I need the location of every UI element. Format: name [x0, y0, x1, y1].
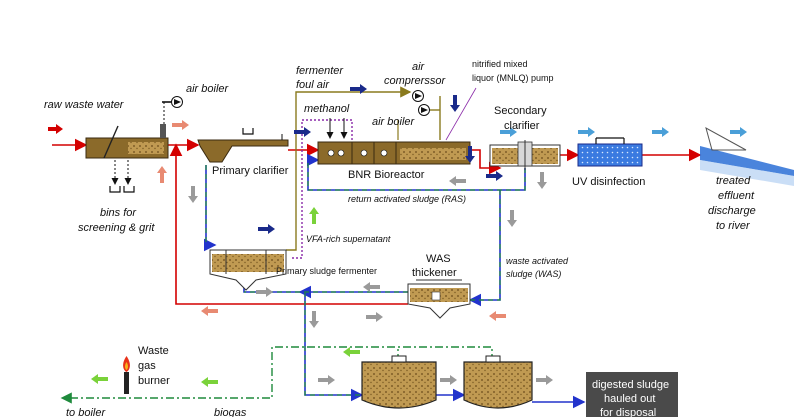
waste-gas-label-1: Waste	[138, 345, 169, 357]
air-boiler-1-label: air boiler	[186, 83, 230, 95]
waste-gas-label-3: burner	[138, 375, 170, 387]
biogas-label: biogas	[214, 407, 247, 417]
ras-pipe-green-overlay	[307, 160, 526, 191]
headworks-channel	[85, 124, 169, 159]
salmon-arrow-icon	[489, 311, 506, 321]
gray-arrow-icon	[318, 375, 335, 385]
mnlq-pointer	[445, 87, 477, 141]
air-boiler-2-icon	[418, 104, 430, 116]
salmon-arrow-icon	[157, 166, 167, 183]
gray-arrow-icon	[537, 172, 547, 189]
air-compressor-label-1: air	[412, 61, 426, 73]
digested-sludge-label-3: for disposal	[600, 407, 656, 417]
mnlq-label-2: liquor (MNLQ) pump	[472, 73, 554, 83]
raw-waste-water-label: raw waste water	[44, 99, 125, 111]
air-compressor-icon	[412, 90, 424, 102]
screening-bins-icon	[109, 186, 135, 193]
methanol-pipe	[292, 119, 353, 259]
gray-arrow-icon	[536, 375, 553, 385]
cyan-arrow-icon	[578, 127, 595, 137]
primary-sludge-fermenter-tank	[209, 249, 287, 291]
navy-arrow-icon	[465, 146, 475, 163]
treated-label-3: discharge	[708, 205, 756, 217]
gray-arrow-icon	[309, 311, 319, 328]
biogas-pipe	[60, 346, 493, 404]
cyan-arrow-icon	[730, 127, 747, 137]
air-boiler-blower-icon	[162, 96, 183, 124]
river-outfall	[700, 126, 794, 186]
return-to-headworks-pipe	[169, 143, 408, 305]
anaerobic-digester-2	[463, 355, 533, 409]
bnr-to-secondary-pipe	[470, 149, 502, 175]
uv-disinfection-unit	[577, 137, 643, 167]
lime-arrow-icon	[343, 347, 360, 357]
lime-arrow-icon	[201, 377, 218, 387]
was-thickener-tank	[407, 279, 471, 319]
navy-arrow-icon	[258, 224, 275, 234]
digested-sludge-label-2: hauled out	[604, 393, 655, 405]
treated-label-1: treated	[716, 175, 751, 187]
primary-sludge-fermenter-label: Primary sludge fermenter	[276, 266, 377, 276]
cyan-arrow-icon	[652, 127, 669, 137]
bins-label-1: bins for	[100, 207, 137, 219]
digested-sludge-label-1: digested sludge	[592, 379, 669, 391]
salmon-arrow-icon	[201, 306, 218, 316]
treated-label-4: to river	[716, 220, 751, 232]
vfa-label: VFA-rich supernatant	[306, 234, 391, 244]
uv-disinfection-label: UV disinfection	[572, 176, 645, 188]
salmon-arrow-icon	[172, 120, 189, 130]
navy-arrow-icon	[486, 171, 503, 181]
fermenter-foul-air-pipe	[286, 86, 412, 251]
fermenter-foul-air-label-2: foul air	[296, 79, 330, 91]
bnr-bioreactor-label: BNR Bioreactor	[348, 169, 425, 181]
bins-label-2: screening & grit	[78, 222, 155, 234]
gray-arrow-icon	[363, 282, 380, 292]
mnlq-label-1: nitrified mixed	[472, 59, 528, 69]
was-thickener-label-2: thickener	[412, 267, 457, 279]
red-arrow-icon	[48, 124, 63, 134]
methanol-label: methanol	[304, 103, 350, 115]
navy-arrow-icon	[294, 127, 311, 137]
primary-sludge-pipe	[203, 165, 217, 252]
fermenter-foul-air-label-1: fermenter	[296, 65, 344, 77]
gray-arrow-icon	[440, 375, 457, 385]
lime-arrow-icon	[309, 207, 319, 224]
navy-arrow-icon	[450, 95, 460, 112]
to-boiler-label: to boiler	[66, 407, 106, 417]
flow-arrow-glyphs	[48, 84, 747, 387]
gray-arrow-icon	[449, 176, 466, 186]
gray-arrow-icon	[188, 186, 198, 203]
bnr-bioreactor-tank	[317, 141, 471, 165]
gray-arrow-icon	[366, 312, 383, 322]
waste-gas-burner-icon	[123, 356, 130, 394]
anaerobic-digester-1	[361, 355, 437, 409]
navy-arrow-icon	[350, 84, 367, 94]
digester-feed-green	[304, 292, 362, 396]
gray-arrow-icon	[507, 210, 517, 227]
primary-clarifier-tank	[197, 128, 289, 163]
secondary-clarifier-label-1: Secondary	[494, 105, 547, 117]
ras-label: return activated sludge (RAS)	[348, 194, 466, 204]
was-pipe-green-overlay	[470, 190, 501, 301]
treated-label-2: effluent	[718, 190, 755, 202]
air-compressor-label-2: comprerssor	[384, 75, 446, 87]
gray-arrow-icon	[256, 287, 273, 297]
was-flow-label-1: waste activated	[506, 256, 569, 266]
was-thickener-label-1: WAS	[426, 253, 451, 265]
cyan-arrow-icon	[500, 127, 517, 137]
primary-clarifier-label: Primary clarifier	[212, 165, 289, 177]
was-flow-label-2: sludge (WAS)	[506, 269, 561, 279]
air-boiler-2-label: air boiler	[372, 116, 416, 128]
was-pipe	[468, 190, 501, 307]
digested-sludge-box	[586, 372, 678, 417]
secondary-clarifier-label-2: clarifier	[504, 120, 540, 132]
lime-arrow-icon	[91, 374, 108, 384]
secondary-clarifier-tank	[489, 140, 561, 170]
waste-gas-label-2: gas	[138, 360, 156, 372]
